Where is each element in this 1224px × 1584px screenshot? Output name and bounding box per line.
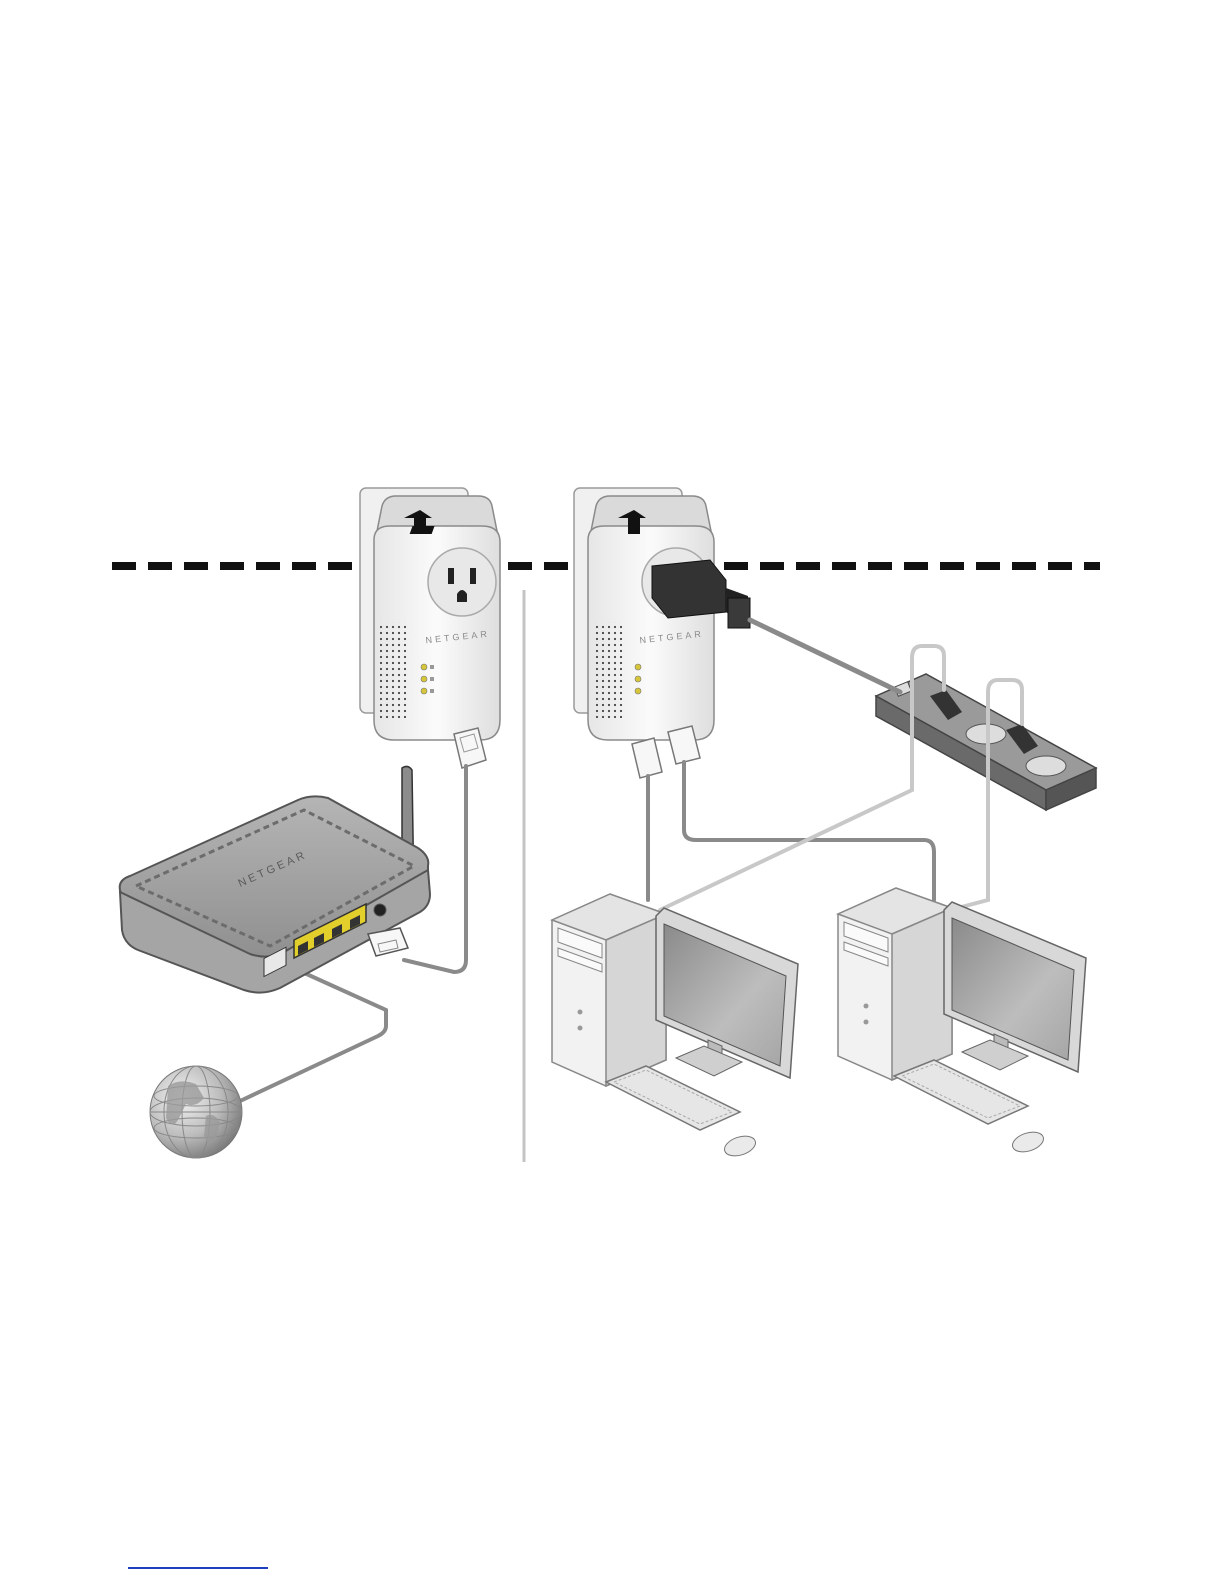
powerline-adapter-left: NETGEAR <box>360 488 500 768</box>
router: NETGEAR <box>120 766 430 992</box>
desktop-computer-2 <box>838 888 1086 1156</box>
globe-icon <box>150 1066 242 1158</box>
desktop-computer-1 <box>552 894 798 1160</box>
footer-link-underline <box>128 1567 268 1569</box>
status-leds <box>635 664 641 694</box>
ethernet-plug-icon <box>368 928 408 956</box>
ac-outlet-socket <box>428 548 496 616</box>
power-jack <box>374 904 386 916</box>
powerline-adapter-right: NETGEAR <box>574 488 750 778</box>
adapter-vent <box>380 622 410 718</box>
